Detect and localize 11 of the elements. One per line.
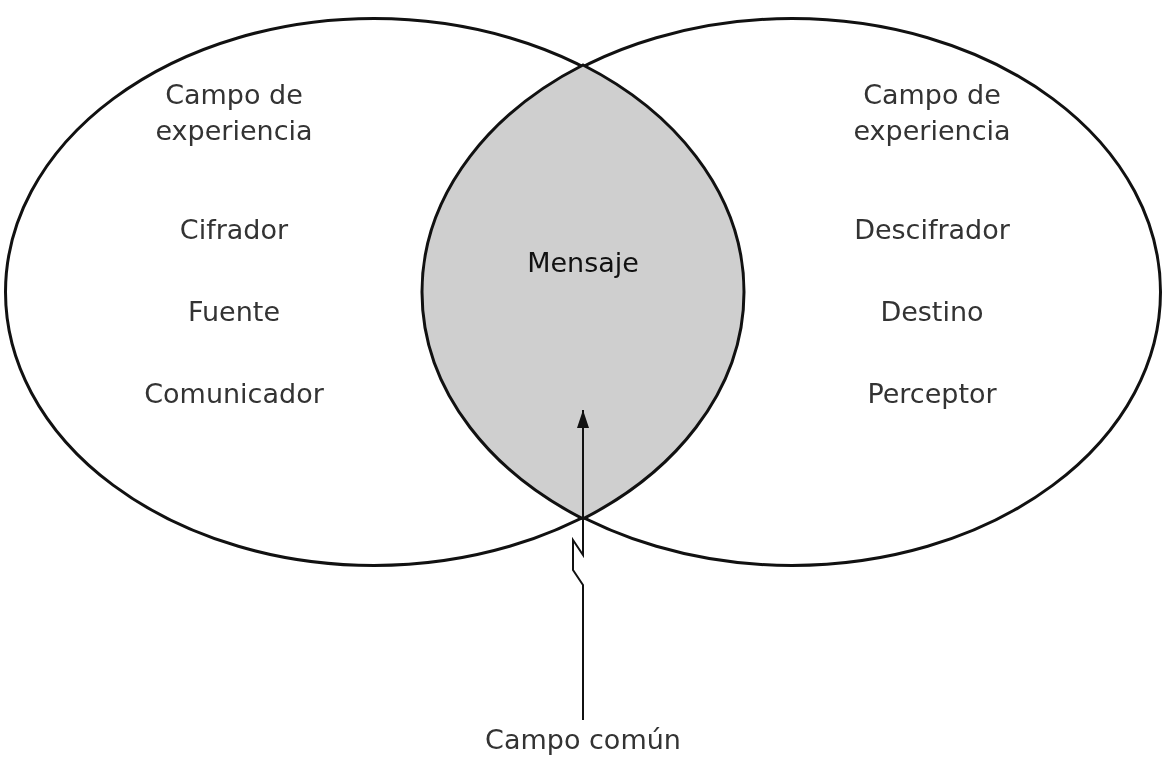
role-label: Fuente (187, 295, 281, 329)
role-label: Perceptor (867, 377, 997, 411)
role-label: Cifrador (179, 213, 289, 247)
role-label: Destino (880, 295, 984, 329)
role-label: Comunicador (144, 377, 324, 411)
circle-heading: Campo de experiencia (852, 78, 1012, 148)
role-label: Descifrador (854, 213, 1010, 247)
callout-label: Campo común (485, 723, 681, 757)
lens-label: Mensaje (527, 246, 639, 280)
circle-heading: Campo de experiencia (154, 78, 314, 148)
leader-arrow (572, 409, 589, 721)
